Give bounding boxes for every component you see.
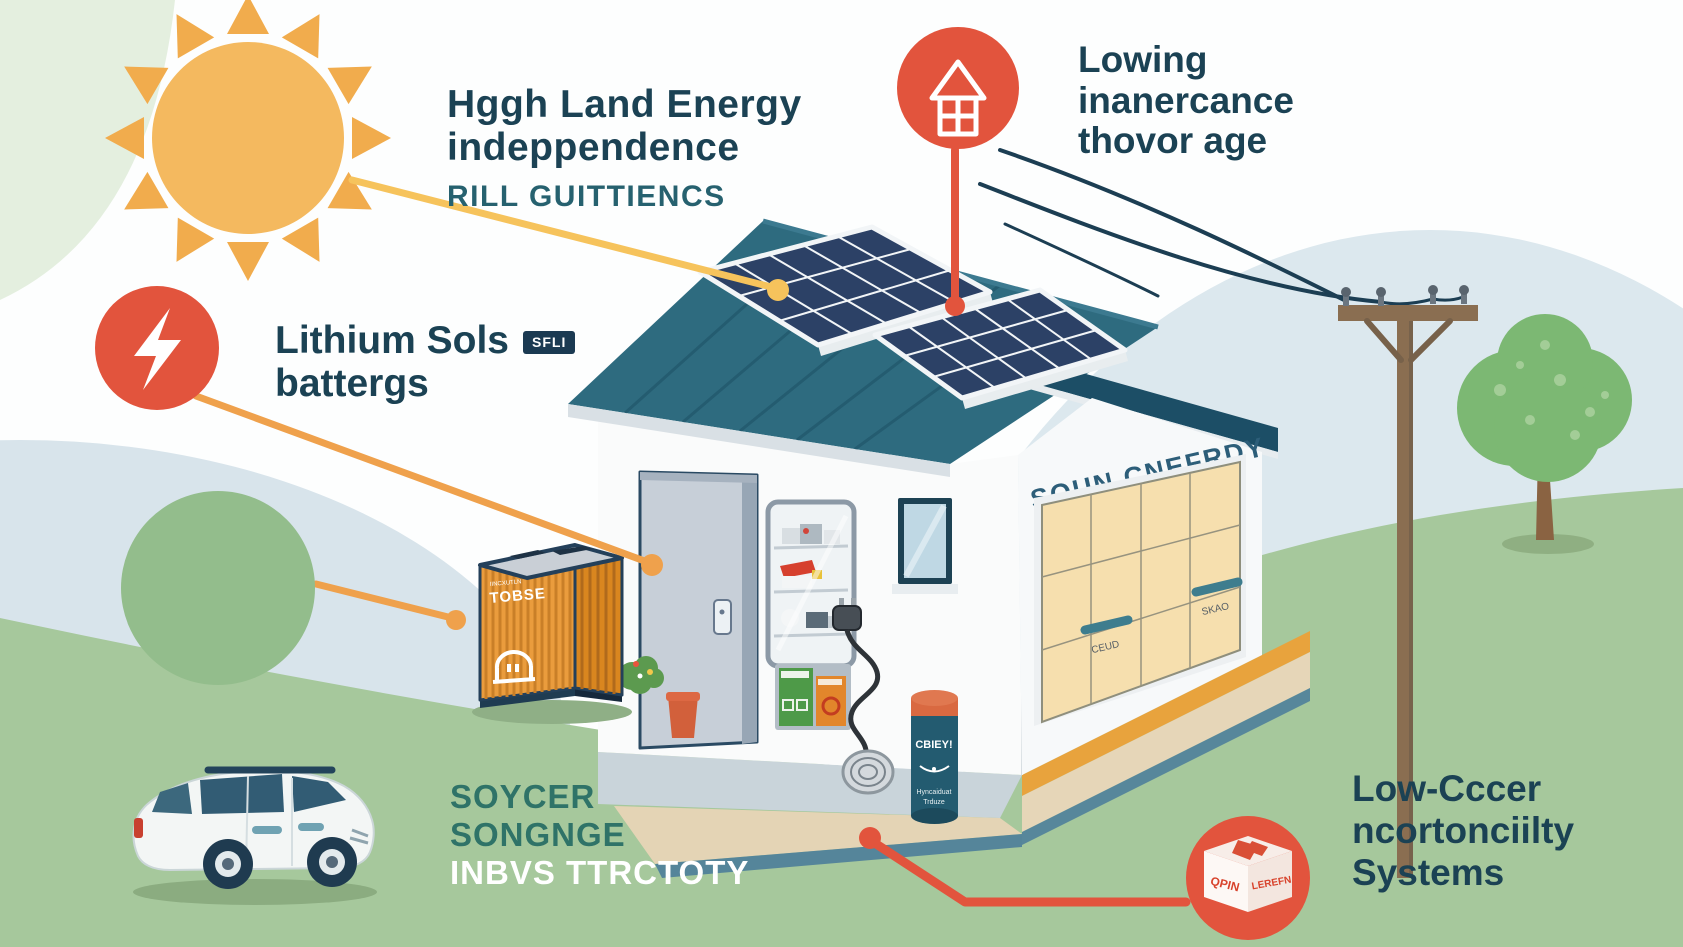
- ev-charging-cable: [832, 598, 895, 795]
- poster-rack: [775, 664, 851, 730]
- callout-lines: [192, 146, 1191, 907]
- canister-brand: CBIEY!: [915, 739, 952, 751]
- lithium-battery-label: Lithium Sols SFLI battergs: [275, 319, 576, 406]
- house: SOUN CNEFRDY CEUD SKAO: [568, 218, 1278, 824]
- battery-unit: IINCXUTLN TOBSE: [472, 543, 632, 724]
- energy-independence-label: Hggh Land Energy indeppendence RILL GUIT…: [447, 83, 802, 213]
- tree: [1457, 314, 1632, 554]
- sun-callout-line: [348, 176, 779, 292]
- battery-unit-brand: TOBSE: [489, 585, 547, 607]
- battery-line2: battergs: [275, 361, 429, 405]
- garage-ridge: [1008, 352, 1278, 452]
- taillight: [134, 818, 143, 838]
- percent-callout-line: [312, 580, 456, 622]
- garage-walkway: [1022, 652, 1310, 832]
- battery-prefix: Lithium Sols: [275, 319, 509, 362]
- battery-callout-line: [192, 392, 654, 567]
- box-text-left: QPIN: [1209, 874, 1241, 895]
- power-pole: [978, 148, 1478, 878]
- car: [132, 766, 377, 905]
- lowering-line1: Lowing: [1078, 39, 1208, 80]
- wind-swoosh: [1003, 222, 1160, 298]
- storage-line3: INBVS TTRCTOTY: [450, 853, 750, 891]
- energy-line1: Hggh Land Energy: [447, 83, 802, 126]
- canister-line2: Hyncaiduat: [916, 789, 951, 796]
- lowcost-line1: Low-Cccer: [1352, 768, 1542, 809]
- display-case: [765, 499, 857, 669]
- window: [892, 498, 958, 594]
- lowcost-label: Low-Cccer ncortonciilty Systems: [1352, 768, 1574, 893]
- lightning-badge: [95, 286, 219, 410]
- door-handle: [713, 599, 732, 635]
- lowcost-callout-line: [865, 835, 1191, 907]
- sun-icon: [105, 0, 391, 281]
- flower-pot: [666, 692, 700, 738]
- roof-fascia: [568, 404, 950, 477]
- entry-door: [638, 470, 759, 750]
- lowcost-line3: Systems: [1352, 851, 1505, 893]
- house-arrow-badge: [897, 27, 1019, 149]
- walkway-edge: [655, 834, 1022, 878]
- garage-walkway-edge: [1022, 688, 1310, 845]
- bush: [618, 656, 664, 694]
- lightning-icon: [134, 308, 181, 390]
- battery-unit-small-text: IINCXUTLN: [490, 579, 522, 588]
- lowcost-line2: ncortonciilty: [1352, 809, 1575, 851]
- lowering-line2: inanercance: [1078, 79, 1294, 121]
- ev-plug-icon: [832, 605, 862, 631]
- percent-badge: [121, 491, 315, 685]
- canister-line3: Trduze: [923, 799, 945, 806]
- power-line: [978, 182, 1383, 304]
- box-icon: QPIN LEREFN: [1204, 836, 1292, 912]
- garage-skirt-orange: [1022, 631, 1310, 796]
- canister: CBIEY! Hyncaiduat Trduze: [911, 690, 958, 824]
- battery-logo: [492, 650, 536, 684]
- energy-line2: indeppendence: [447, 125, 740, 169]
- battery-badge: SFLI: [523, 331, 576, 355]
- garage-handle-left: [1080, 615, 1133, 635]
- power-line: [998, 148, 1348, 303]
- storage-line1: SOYCER: [450, 778, 596, 815]
- garage-handle-right: [1191, 577, 1243, 597]
- solar-panel-right: [872, 287, 1128, 409]
- storage-label: SOYCER SONGNGE INBVS TTRCTOTY: [450, 778, 749, 892]
- house-arrow-icon: [929, 59, 987, 137]
- storage-line2: SONGNGE: [450, 815, 626, 853]
- lowering-line3: thovor age: [1078, 120, 1268, 162]
- box-badge: QPIN LEREFN: [1186, 816, 1310, 940]
- lowering-maintenance-label: Lowing inanercance thovor age: [1078, 39, 1294, 162]
- energy-subtitle: RILL GUITTIENCS: [447, 179, 726, 213]
